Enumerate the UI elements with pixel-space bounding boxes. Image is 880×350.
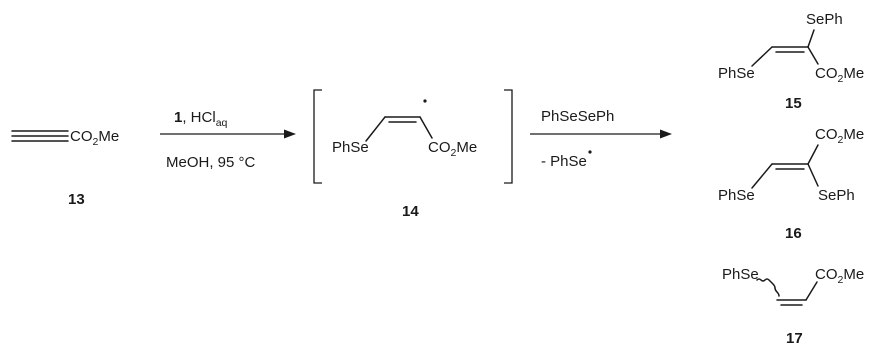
arrow-2-head xyxy=(660,129,672,139)
c16-bond-ester xyxy=(807,144,819,165)
c17-bond-ester xyxy=(805,281,818,301)
c16-bond-seph xyxy=(807,163,819,187)
compound-16-number: 16 xyxy=(785,225,802,242)
step1-reagent: 1, HClaq xyxy=(174,109,228,129)
c15-ester-label: CO2Me xyxy=(815,65,864,85)
reaction-arrow-2: PhSeSePh - PhSe xyxy=(530,108,672,170)
c14-bond-se xyxy=(365,116,386,142)
right-bracket xyxy=(504,89,513,184)
c14-bond-ester xyxy=(419,116,433,139)
arrow-1-head xyxy=(284,129,296,139)
compound-14-number: 14 xyxy=(402,203,419,220)
compound-13: CO2Me 13 xyxy=(11,128,119,208)
compound-16: CO2Me PhSe SePh 16 xyxy=(718,126,864,242)
radical-dot xyxy=(423,99,427,103)
compound-14: PhSe CO2Me 14 xyxy=(313,89,513,220)
c16-seph-label: SePh xyxy=(818,187,855,204)
c16-ester-label: CO2Me xyxy=(815,126,864,146)
left-bracket xyxy=(313,89,322,184)
compound-13-number: 13 xyxy=(68,191,85,208)
c17-wavy-bond xyxy=(756,278,780,297)
c14-ester-label: CO2Me xyxy=(428,139,477,159)
c15-seph-label: SePh xyxy=(806,11,843,28)
compound-17-number: 17 xyxy=(786,330,803,347)
c15-bond-se xyxy=(751,46,773,67)
c17-phse-label: PhSe xyxy=(722,266,759,283)
step1-conditions: MeOH, 95 °C xyxy=(166,154,256,171)
compound-17: PhSe CO2Me 17 xyxy=(722,266,864,347)
c13-ester-label: CO2Me xyxy=(70,128,119,148)
c14-phse-label: PhSe xyxy=(332,139,369,156)
compound-15-number: 15 xyxy=(785,95,802,112)
c16-phse-label: PhSe xyxy=(718,187,755,204)
reaction-arrow-1: 1, HClaq MeOH, 95 °C xyxy=(160,109,296,171)
byproduct-radical-dot xyxy=(588,150,592,154)
step2-reagent: PhSeSePh xyxy=(541,108,614,125)
c15-bond-ester xyxy=(807,46,819,65)
c16-bond-se xyxy=(751,163,773,189)
c15-phse-label: PhSe xyxy=(718,65,755,82)
c17-ester-label: CO2Me xyxy=(815,266,864,286)
step2-byproduct: - PhSe xyxy=(541,153,587,170)
c15-bond-seph xyxy=(807,29,815,48)
compound-15: SePh PhSe CO2Me 15 xyxy=(718,11,864,112)
